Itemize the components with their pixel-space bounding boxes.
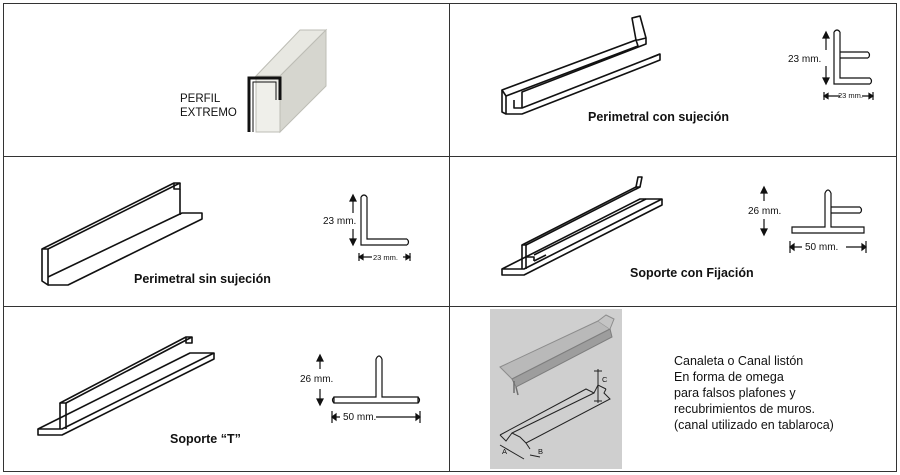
panel-perimetral-con-sujecion: 23 mm. 23 mm. Perimetral con sujeción — [449, 3, 897, 157]
perfil-extremo-label-line2: EXTREMO — [180, 107, 237, 119]
panel-soporte-con-fijacion: 26 mm. 50 mm. Soporte con Fijación — [449, 156, 897, 307]
perimetral-con-sujecion-height: 23 mm. — [788, 54, 822, 65]
canaleta-line1: Canaleta o Canal listón — [674, 354, 804, 368]
canaleta-photo-label-c: C — [602, 375, 608, 384]
soporte-t-illustration — [37, 336, 421, 436]
soporte-t-title: Soporte “T” — [170, 432, 241, 446]
perfil-extremo-label-line1: PERFIL — [180, 93, 221, 105]
soporte-con-fijacion-width: 50 mm. — [805, 242, 839, 253]
perimetral-con-sujecion-illustration — [501, 15, 875, 115]
canaleta-photo-label-b: B — [538, 447, 544, 456]
perimetral-sin-sujecion-width: 23 mm. — [373, 253, 399, 262]
soporte-t-height: 26 mm. — [300, 374, 334, 385]
perimetral-sin-sujecion-illustration — [41, 182, 412, 286]
canaleta-photo: A B C — [490, 309, 622, 469]
soporte-con-fijacion-title: Soporte con Fijación — [630, 266, 754, 280]
perimetral-con-sujecion-title: Perimetral con sujeción — [588, 110, 730, 124]
perimetral-con-sujecion-width: 23 mm. — [838, 91, 864, 100]
panel-perimetral-sin-sujecion: 23 mm. 23 mm. Perimetral sin sujeción — [3, 156, 450, 307]
canaleta-line3: para falsos plafones y — [674, 386, 796, 400]
canaleta-illustration — [499, 314, 615, 460]
soporte-t-width: 50 mm. — [343, 412, 377, 423]
perimetral-sin-sujecion-height: 23 mm. — [323, 216, 357, 227]
perimetral-sin-sujecion-title: Perimetral sin sujeción — [134, 272, 271, 286]
canaleta-line2: En forma de omega — [674, 370, 784, 384]
panel-canaleta: A B C Canaleta o Canal listón En forma d… — [449, 306, 897, 472]
panel-soporte-t: 26 mm. 50 mm. Soporte “T” — [3, 306, 450, 472]
canaleta-line5: (canal utilizado en tablaroca) — [674, 418, 834, 432]
perfil-extremo-illustration — [247, 28, 328, 134]
soporte-con-fijacion-illustration — [501, 176, 867, 276]
panel-perfil-extremo: PERFIL EXTREMO — [3, 3, 450, 157]
canaleta-line4: recubrimientos de muros. — [674, 402, 816, 416]
canaleta-photo-label-a: A — [502, 447, 508, 456]
soporte-con-fijacion-height: 26 mm. — [748, 206, 782, 217]
